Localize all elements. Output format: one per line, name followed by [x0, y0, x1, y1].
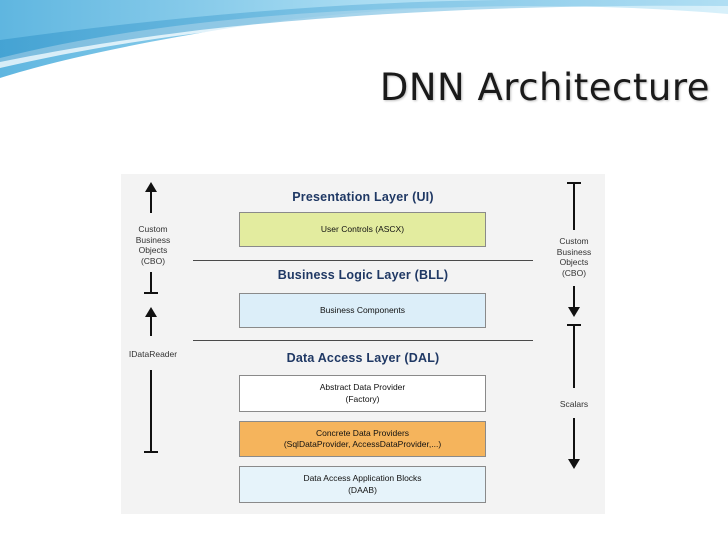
daab-label: Data Access Application Blocks	[303, 473, 422, 484]
business-components-box: Business Components	[239, 293, 486, 328]
right-scalars-label: Scalars	[559, 399, 589, 409]
right-cbo-label: Custom Business Objects (CBO)	[556, 236, 592, 278]
left-idatareader-tail-shaft	[150, 370, 152, 452]
slide-title: DNN Architecture	[379, 66, 710, 109]
data-access-layer-title: Data Access Layer (DAL)	[286, 351, 440, 365]
left-cbo-arrow-shaft	[150, 191, 152, 213]
left-cbo-arrow-up-icon	[145, 182, 157, 192]
right-scalars-arrow-down-icon	[568, 459, 580, 469]
abstract-data-provider-label: Abstract Data Provider	[319, 382, 406, 393]
presentation-business-divider	[193, 260, 533, 261]
concrete-data-providers-label: Concrete Data Providers	[315, 427, 410, 438]
right-scalars-arrow-shaft	[573, 418, 575, 460]
right-cbo-shaft	[573, 182, 575, 230]
business-data-divider	[193, 340, 533, 341]
left-cbo-tail-shaft	[150, 272, 152, 292]
left-idatareader-arrow-up-icon	[145, 307, 157, 317]
header-wave-decoration	[0, 0, 728, 78]
daab-box: Data Access Application Blocks (DAAB)	[239, 466, 486, 503]
daab-sublabel: (DAAB)	[348, 484, 377, 495]
business-layer-title: Business Logic Layer (BLL)	[277, 268, 449, 282]
right-cbo-arrow-down-icon	[568, 307, 580, 317]
business-components-label: Business Components	[319, 304, 406, 315]
abstract-data-provider-sublabel: (Factory)	[345, 393, 380, 404]
left-cbo-label: Custom Business Objects (CBO)	[135, 224, 171, 266]
architecture-diagram: Presentation Layer (UI) User Controls (A…	[121, 174, 605, 514]
left-cbo-tail-cap	[144, 292, 158, 294]
left-idatareader-label: IDataReader	[128, 349, 178, 359]
right-cbo-arrow-shaft	[573, 286, 575, 308]
left-idatareader-tail-cap	[144, 451, 158, 453]
abstract-data-provider-box: Abstract Data Provider (Factory)	[239, 375, 486, 412]
user-controls-label: User Controls (ASCX)	[320, 223, 405, 234]
concrete-data-providers-box: Concrete Data Providers (SqlDataProvider…	[239, 421, 486, 457]
right-scalars-shaft	[573, 324, 575, 388]
user-controls-box: User Controls (ASCX)	[239, 212, 486, 247]
left-idatareader-arrow-shaft	[150, 316, 152, 336]
presentation-layer-title: Presentation Layer (UI)	[292, 190, 434, 204]
concrete-data-providers-sublabel: (SqlDataProvider, AccessDataProvider,...…	[283, 439, 442, 449]
